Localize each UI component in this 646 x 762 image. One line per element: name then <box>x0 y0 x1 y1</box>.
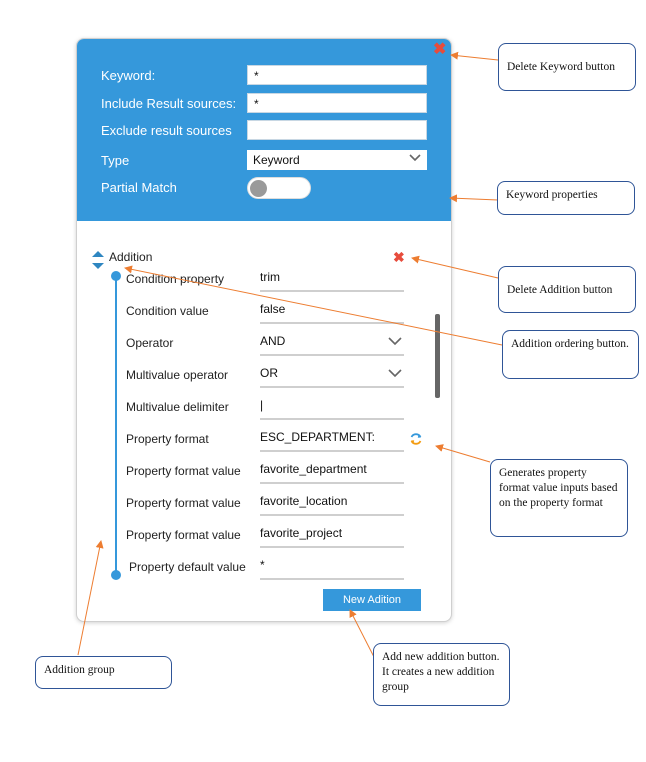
field-label: Property format value <box>126 528 241 542</box>
multivalue-operator-select[interactable]: OR <box>260 366 404 388</box>
property-format-value-input[interactable]: favorite_location <box>260 494 404 516</box>
type-select[interactable]: Keyword <box>247 150 427 170</box>
toggle-knob <box>250 180 267 197</box>
exclude-sources-row: Exclude result sources <box>101 120 431 142</box>
property-format-value-row: Property format value favorite_project <box>126 526 416 548</box>
property-format-row: Property format ESC_DEPARTMENT: <box>126 430 416 452</box>
type-row: Type Keyword <box>101 150 431 172</box>
chevron-down-icon <box>409 151 421 168</box>
property-format-value-input[interactable]: favorite_project <box>260 526 404 548</box>
operator-row: Operator AND <box>126 334 416 356</box>
operator-value: AND <box>260 334 286 348</box>
field-label: Condition value <box>126 304 209 318</box>
callout-delete-keyword: Delete Keyword button <box>498 43 636 91</box>
field-label: Property format value <box>126 464 241 478</box>
refresh-icon[interactable] <box>409 432 423 451</box>
timeline-end-dot <box>111 570 121 580</box>
field-label: Property default value <box>129 560 246 574</box>
include-sources-input[interactable]: * <box>247 93 427 113</box>
include-sources-row: Include Result sources: * <box>101 93 431 115</box>
keyword-label: Keyword: <box>101 68 156 83</box>
addition-group-line <box>115 275 117 575</box>
addition-ordering-button[interactable] <box>91 249 105 273</box>
callout-keyword-properties: Keyword properties <box>497 181 635 215</box>
include-sources-label: Include Result sources: <box>101 96 237 111</box>
timeline-start-dot <box>111 271 121 281</box>
delete-keyword-icon[interactable]: ✖ <box>433 41 447 58</box>
keyword-row: Keyword: * <box>101 65 431 87</box>
multivalue-operator-value: OR <box>260 366 278 380</box>
callout-addition-ordering: Addition ordering button. <box>502 330 639 379</box>
property-format-input[interactable]: ESC_DEPARTMENT: <box>260 430 404 452</box>
callout-addition-group: Addition group <box>35 656 172 689</box>
field-label: Condition property <box>126 272 225 286</box>
callout-add-new: Add new addition button. It creates a ne… <box>373 643 510 706</box>
chevron-down-icon <box>388 334 402 351</box>
callout-generates: Generates property format value inputs b… <box>490 459 628 537</box>
condition-property-row: Condition property trim <box>126 270 416 292</box>
operator-select[interactable]: AND <box>260 334 404 356</box>
field-label: Multivalue delimiter <box>126 400 229 414</box>
exclude-sources-label: Exclude result sources <box>101 123 232 138</box>
property-format-value-row: Property format value favorite_departmen… <box>126 462 416 484</box>
type-select-value: Keyword <box>253 153 300 167</box>
partial-match-toggle[interactable] <box>247 177 311 199</box>
chevron-down-icon <box>388 366 402 383</box>
multivalue-operator-row: Multivalue operator OR <box>126 366 416 388</box>
field-label: Property format value <box>126 496 241 510</box>
exclude-sources-input[interactable] <box>247 120 427 140</box>
addition-title: Addition <box>109 250 153 264</box>
callout-delete-addition: Delete Addition button <box>498 266 636 313</box>
new-addition-button[interactable]: New Adition <box>323 589 421 611</box>
condition-property-input[interactable]: trim <box>260 270 404 292</box>
property-format-value-input[interactable]: favorite_department <box>260 462 404 484</box>
keyword-card: ✖ Keyword: * Include Result sources: * E… <box>76 38 452 622</box>
scrollbar[interactable] <box>435 314 440 398</box>
delete-addition-icon[interactable]: ✖ <box>393 249 405 265</box>
keyword-input[interactable]: * <box>247 65 427 85</box>
field-label: Multivalue operator <box>126 368 229 382</box>
condition-value-input[interactable]: false <box>260 302 404 324</box>
field-label: Operator <box>126 336 174 350</box>
type-label: Type <box>101 153 130 168</box>
keyword-properties-panel: ✖ Keyword: * Include Result sources: * E… <box>77 39 451 221</box>
up-down-arrows-icon <box>92 251 104 269</box>
multivalue-delimiter-row: Multivalue delimiter | <box>126 398 416 420</box>
partial-match-label: Partial Match <box>101 180 177 195</box>
multivalue-delimiter-input[interactable]: | <box>260 398 404 420</box>
partial-match-row: Partial Match <box>101 177 431 199</box>
addition-header: Addition <box>91 249 431 269</box>
field-label: Property format <box>126 432 209 446</box>
property-default-value-input[interactable]: * <box>260 558 404 580</box>
condition-value-row: Condition value false <box>126 302 416 324</box>
property-format-value-row: Property format value favorite_location <box>126 494 416 516</box>
property-default-value-row: Property default value * <box>129 558 419 580</box>
